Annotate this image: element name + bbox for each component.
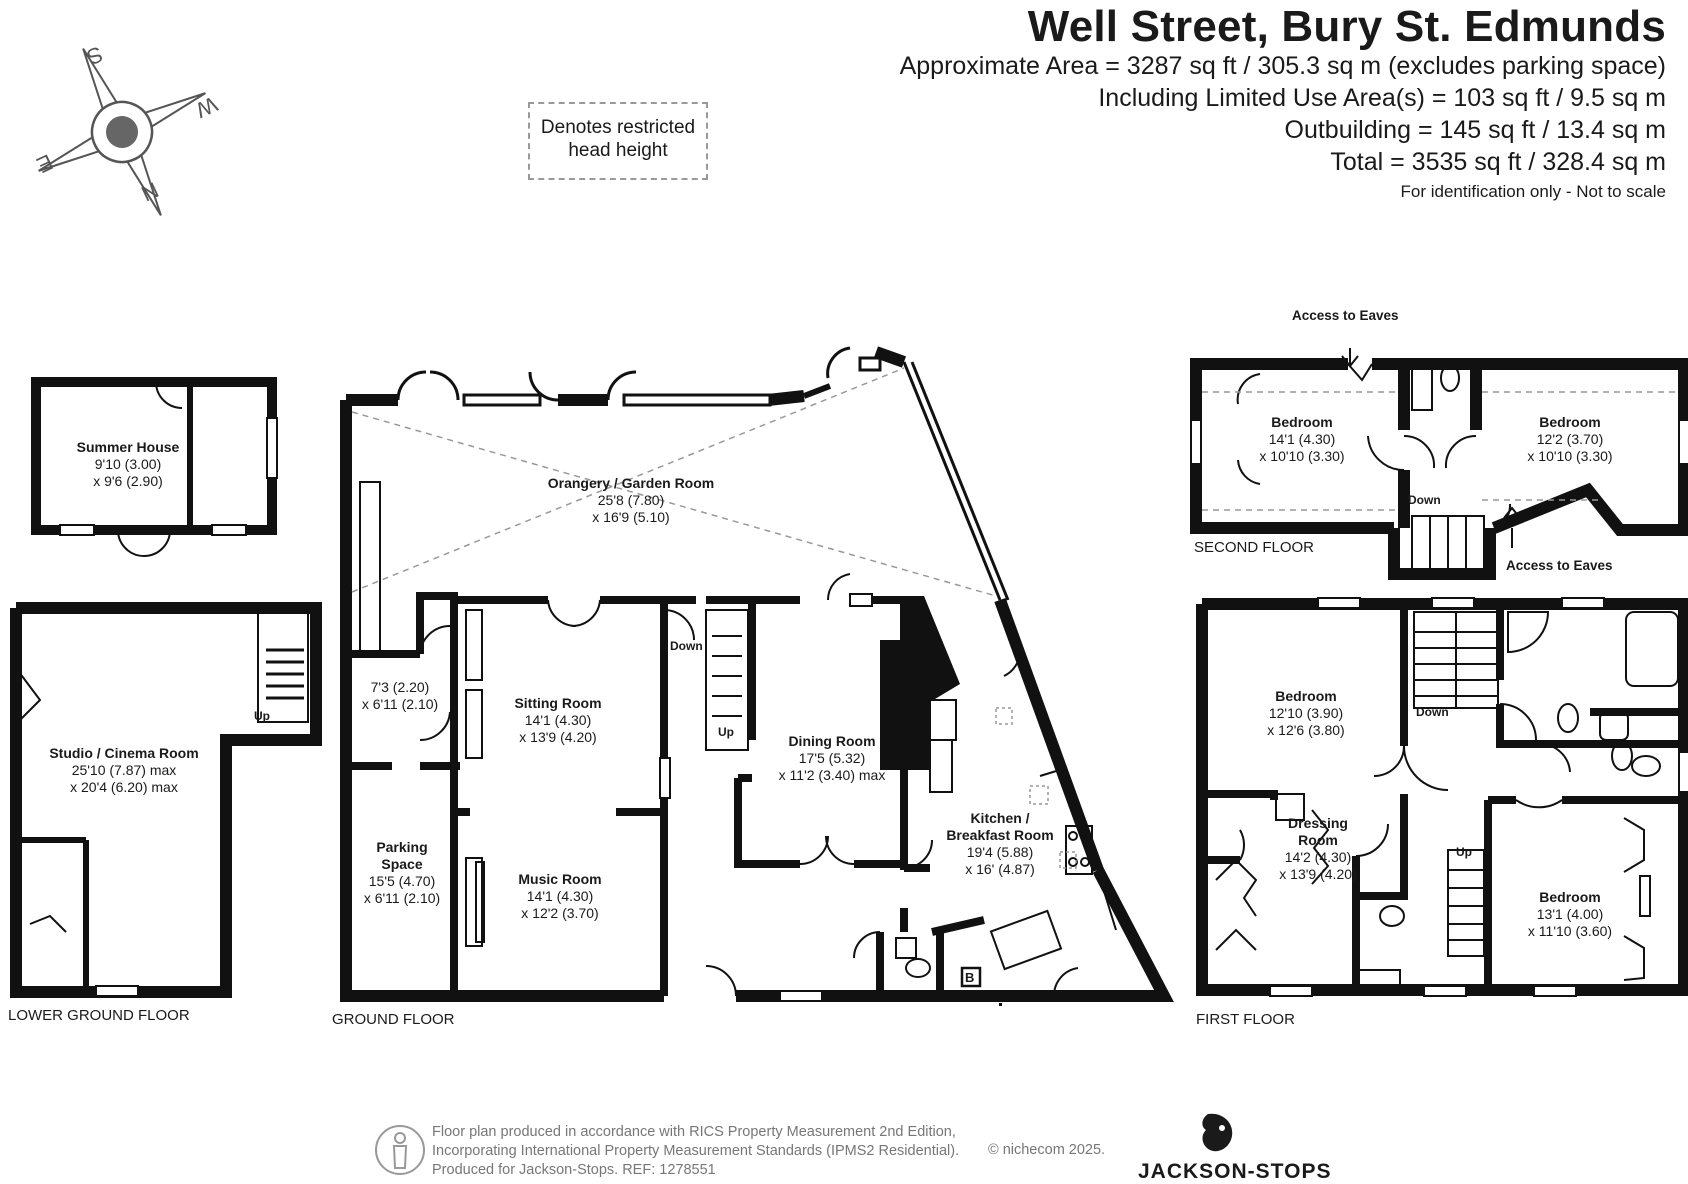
floor-labels: LOWER GROUND FLOOR GROUND FLOOR FIRST FL… bbox=[8, 539, 1314, 1028]
music-name: Music Room bbox=[518, 871, 601, 887]
second-floor-label: SECOND FLOOR bbox=[1194, 539, 1314, 556]
bed-1f-right-dim2: x 11'10 (3.60) bbox=[1528, 923, 1612, 939]
kitchen-dim1: 19'4 (5.88) bbox=[967, 844, 1034, 860]
bed-2f-right-name: Bedroom bbox=[1539, 414, 1600, 430]
outbuilding-area: Outbuilding = 145 sq ft / 13.4 sq m bbox=[1284, 116, 1666, 144]
sitting-dim2: x 13'9 (4.20) bbox=[519, 729, 596, 745]
identification-note: For identification only - Not to scale bbox=[1400, 182, 1666, 201]
dressing-dim1: 14'2 (4.30) bbox=[1285, 849, 1352, 865]
bed-2f-right-dim2: x 10'10 (3.30) bbox=[1527, 448, 1612, 464]
access-eaves-bottom: Access to Eaves bbox=[1506, 558, 1613, 573]
parking-name-1: Parking bbox=[376, 839, 427, 855]
compass-rose bbox=[38, 48, 206, 216]
restricted-head-height-lines bbox=[351, 367, 997, 597]
stairs-down-first: Down bbox=[1416, 705, 1449, 719]
footer-line-2: Incorporating International Property Mea… bbox=[432, 1143, 960, 1159]
summer-house-dim2: x 9'6 (2.90) bbox=[93, 473, 163, 489]
bed-2f-left-dim1: 14'1 (4.30) bbox=[1269, 431, 1336, 447]
restricted-height-legend: Denotes restricted head height bbox=[528, 102, 708, 180]
jackson-stops-logo-icon bbox=[1202, 1113, 1233, 1152]
sitting-name: Sitting Room bbox=[514, 695, 601, 711]
boiler-label: B bbox=[965, 970, 974, 985]
hall-dim1: 7'3 (2.20) bbox=[371, 679, 430, 695]
music-dim2: x 12'2 (3.70) bbox=[521, 905, 598, 921]
footer-line-3: Produced for Jackson-Stops. REF: 1278551 bbox=[432, 1162, 716, 1178]
orangery-name: Orangery / Garden Room bbox=[548, 475, 714, 491]
room-labels: Summer House 9'10 (3.00) x 9'6 (2.90) St… bbox=[49, 414, 1612, 939]
total-area: Total = 3535 sq ft / 328.4 sq m bbox=[1330, 148, 1666, 176]
studio-dim1: 25'10 (7.87) max bbox=[72, 762, 177, 778]
bed-1f-left-dim2: x 12'6 (3.80) bbox=[1267, 722, 1344, 738]
stairs-up-ground: Up bbox=[718, 725, 734, 739]
first-floor-label: FIRST FLOOR bbox=[1196, 1011, 1295, 1028]
hall-dim2: x 6'11 (2.10) bbox=[362, 696, 438, 712]
bed-2f-right-dim1: 12'2 (3.70) bbox=[1537, 431, 1604, 447]
dressing-name-2: Room bbox=[1298, 832, 1338, 848]
kitchen-name-1: Kitchen / bbox=[970, 810, 1029, 826]
person-icon bbox=[375, 1125, 425, 1175]
legend-line-1: Denotes restricted bbox=[540, 117, 696, 138]
ground-floor-details bbox=[359, 481, 1117, 1006]
access-eaves-top: Access to Eaves bbox=[1292, 308, 1399, 323]
first-floor-details bbox=[1215, 597, 1688, 997]
page-title: Well Street, Bury St. Edmunds bbox=[1027, 2, 1666, 51]
footer-notes: Floor plan produced in accordance with R… bbox=[432, 1123, 959, 1180]
legend-line-2: head height bbox=[568, 140, 668, 161]
kitchen-name-2: Breakfast Room bbox=[946, 827, 1053, 843]
bed-2f-left-name: Bedroom bbox=[1271, 414, 1332, 430]
bed-1f-right-dim1: 13'1 (4.00) bbox=[1537, 906, 1604, 922]
lower-ground-floor bbox=[10, 602, 322, 998]
summer-house-dim1: 9'10 (3.00) bbox=[95, 456, 162, 472]
second-floor-details bbox=[1190, 348, 1688, 571]
studio-name: Studio / Cinema Room bbox=[49, 745, 198, 761]
orangery-dim2: x 16'9 (5.10) bbox=[592, 509, 669, 525]
stairs-up-lower: Up bbox=[254, 709, 270, 723]
parking-dim1: 15'5 (4.70) bbox=[369, 873, 436, 889]
limited-use-area: Including Limited Use Area(s) = 103 sq f… bbox=[1098, 84, 1666, 112]
compass-e: E bbox=[33, 149, 57, 178]
annotation-labels: Up Down Up Down Down Up Access to Eaves … bbox=[254, 308, 1613, 985]
ground-floor-label: GROUND FLOOR bbox=[332, 1011, 455, 1028]
sitting-dim1: 14'1 (4.30) bbox=[525, 712, 592, 728]
dining-dim2: x 11'2 (3.40) max bbox=[779, 767, 886, 783]
dressing-name-1: Dressing bbox=[1288, 815, 1348, 831]
first-floor-interior bbox=[1202, 604, 1684, 990]
bed-1f-left-name: Bedroom bbox=[1275, 688, 1336, 704]
bed-1f-left-dim1: 12'10 (3.90) bbox=[1269, 705, 1343, 721]
parking-dim2: x 6'11 (2.10) bbox=[364, 890, 440, 906]
kitchen-dim2: x 16' (4.87) bbox=[965, 861, 1035, 877]
summer-house-name: Summer House bbox=[77, 439, 180, 455]
lower-ground-details bbox=[15, 611, 309, 997]
lower-ground-floor-label: LOWER GROUND FLOOR bbox=[8, 1007, 190, 1024]
approximate-area: Approximate Area = 3287 sq ft / 305.3 sq… bbox=[899, 52, 1666, 80]
stairs-down-ground: Down bbox=[670, 639, 703, 653]
second-floor-restricted bbox=[1202, 391, 1678, 511]
footer-copyright: © nichecom 2025. bbox=[988, 1142, 1106, 1158]
ground-hob-marks bbox=[995, 707, 1077, 869]
studio-dim2: x 20'4 (6.20) max bbox=[70, 779, 178, 795]
dressing-dim2: x 13'9 (4.20) bbox=[1279, 866, 1356, 882]
stairs-up-first: Up bbox=[1456, 845, 1472, 859]
ground-floor-glazing bbox=[396, 346, 1010, 601]
orangery-dim1: 25'8 (7.80) bbox=[598, 492, 665, 508]
chimney-breast bbox=[880, 596, 960, 770]
music-dim1: 14'1 (4.30) bbox=[527, 888, 594, 904]
stairs-down-second: Down bbox=[1408, 493, 1441, 507]
footer-line-1: Floor plan produced in accordance with R… bbox=[432, 1124, 956, 1140]
bed-1f-right-name: Bedroom bbox=[1539, 889, 1600, 905]
dining-dim1: 17'5 (5.32) bbox=[799, 750, 866, 766]
brand-name: JACKSON-STOPS bbox=[1138, 1160, 1332, 1183]
dining-name: Dining Room bbox=[788, 733, 875, 749]
parking-name-2: Space bbox=[381, 856, 422, 872]
summer-house-details bbox=[59, 381, 278, 557]
bed-2f-left-dim2: x 10'10 (3.30) bbox=[1259, 448, 1344, 464]
